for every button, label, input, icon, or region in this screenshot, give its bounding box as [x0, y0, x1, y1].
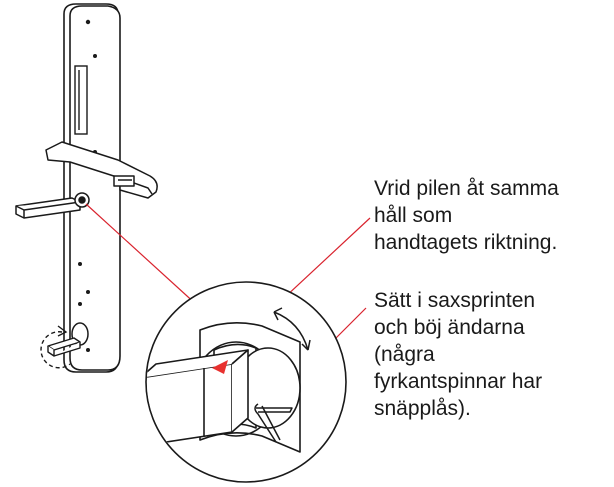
- dashed-rotation-icon: [40, 331, 71, 369]
- leader-detail-zoom: [85, 203, 199, 307]
- callout-1-line-1: Vrid pilen åt samma: [374, 177, 559, 200]
- callout-1-line-3: handtagets riktning.: [374, 231, 558, 254]
- plate-slot: [74, 65, 88, 135]
- rotation-arrow-icon: [273, 307, 311, 351]
- lower-pin: [47, 337, 81, 357]
- callout-insert-cotter-pin: Sätt i saxsprinten och böj ändarna (någr…: [374, 287, 610, 422]
- callout-2-line-4: fyrkantspinnar har: [374, 370, 543, 393]
- square-spindle-upper: [15, 192, 90, 219]
- handle-plate: [63, 3, 121, 373]
- detail-zoom-circle: [145, 281, 347, 483]
- callout-2-line-2: och böj ändarna: [374, 316, 525, 339]
- red-triangle-marker-icon: [212, 360, 228, 374]
- callout-2-line-5: snäpplås).: [374, 397, 471, 420]
- cotter-pin: [254, 403, 293, 443]
- lever-handle: [45, 141, 158, 199]
- dashed-rotation-arrowhead: [57, 325, 68, 337]
- callout-2-line-1: Sätt i saxsprinten: [374, 289, 536, 312]
- callout-1-line-2: håll som: [374, 204, 453, 227]
- callout-2-line-3: (några: [374, 343, 435, 366]
- callout-rotate-arrow: Vrid pilen åt samma håll som handtagets …: [374, 175, 610, 256]
